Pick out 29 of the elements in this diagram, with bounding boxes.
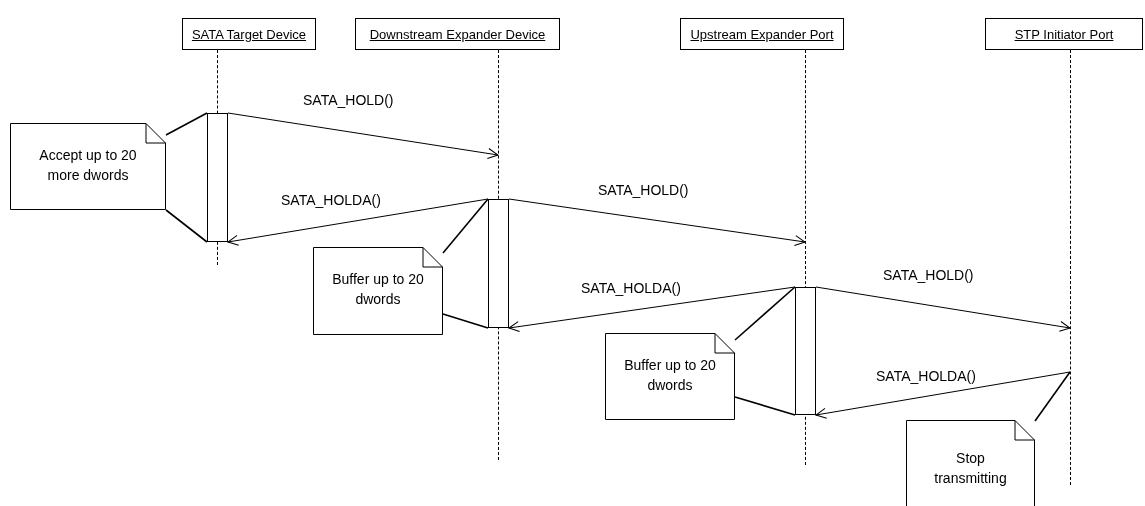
message-arrow <box>815 371 1071 419</box>
lifeline <box>1070 50 1071 485</box>
note-connector <box>165 112 208 136</box>
note-box <box>605 333 735 420</box>
activation-bar <box>207 113 228 242</box>
participant-box: Downstream Expander Device <box>355 18 560 50</box>
note-text: Stop transmitting <box>933 449 1008 488</box>
note-text: Accept up to 20 more dwords <box>38 146 138 185</box>
message-arrow <box>508 198 806 246</box>
message-arrow <box>227 112 499 159</box>
message-arrow <box>227 198 489 246</box>
note-connector <box>165 209 208 243</box>
participant-box: Upstream Expander Port <box>680 18 844 50</box>
note-box <box>313 247 443 335</box>
note-connector <box>734 286 796 341</box>
note-box <box>10 123 166 210</box>
note-connector <box>1034 371 1071 422</box>
note-text: Buffer up to 20 dwords <box>331 270 425 309</box>
participant-box: SATA Target Device <box>182 18 316 50</box>
activation-bar <box>488 199 509 328</box>
participant-box: STP Initiator Port <box>985 18 1143 50</box>
note-text: Buffer up to 20 dwords <box>623 356 717 395</box>
note-connector <box>734 396 796 416</box>
message-arrow <box>508 286 796 333</box>
message-arrow <box>815 286 1071 332</box>
note-connector <box>442 313 489 329</box>
activation-bar <box>795 287 816 415</box>
note-box <box>906 420 1035 506</box>
note-connector <box>442 198 489 254</box>
